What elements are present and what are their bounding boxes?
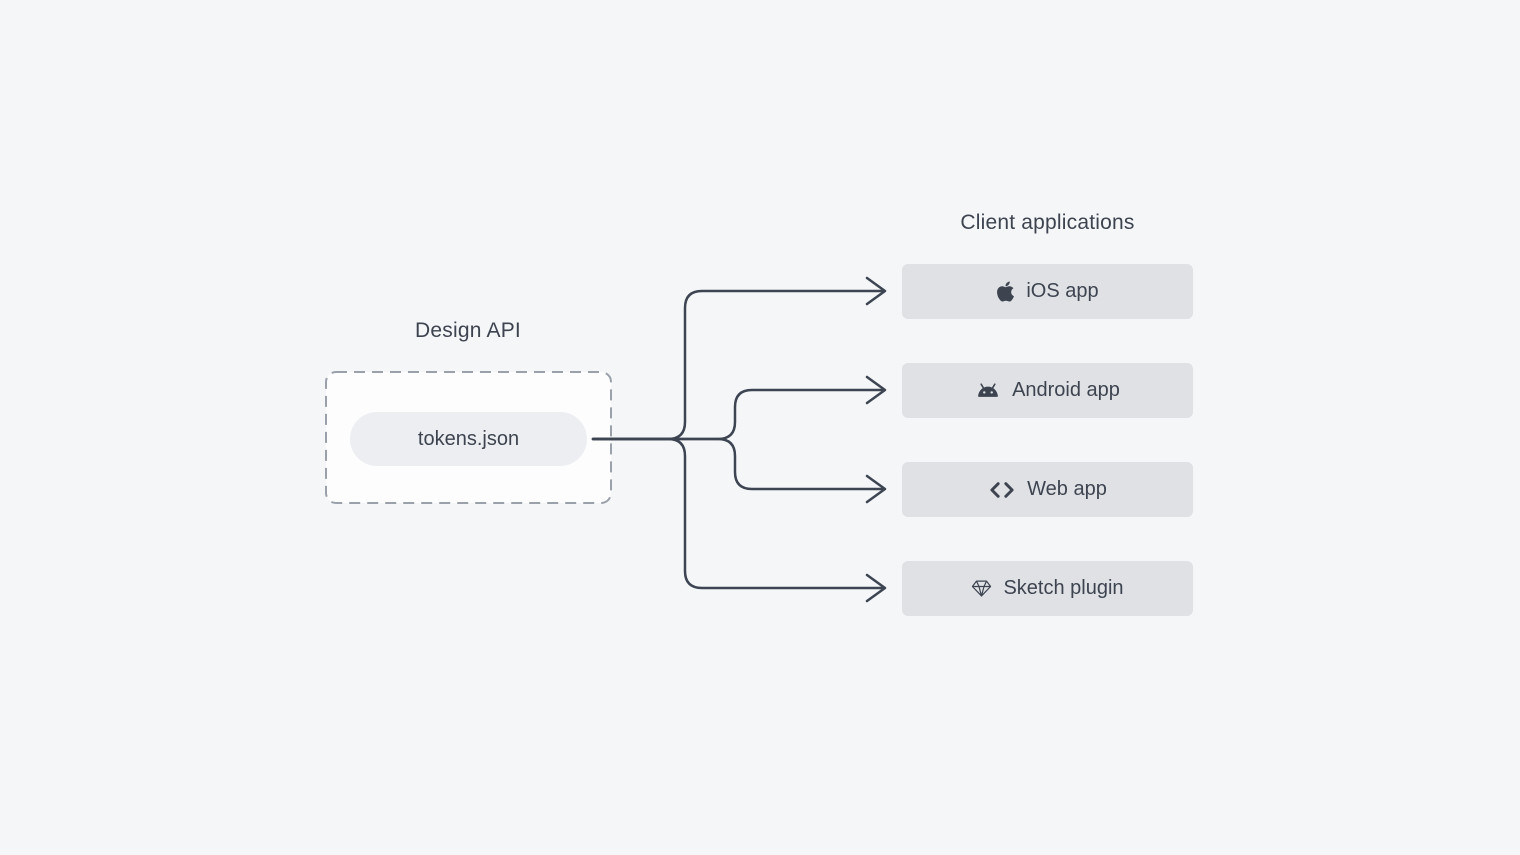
client-node-label: Web app (1027, 478, 1107, 500)
client-node-label: Android app (1012, 379, 1120, 401)
client-node-web: Web app (902, 462, 1193, 517)
client-node-label: iOS app (1026, 280, 1099, 302)
client-node-sketch: Sketch plugin (902, 561, 1193, 616)
design-api-label: Design API (415, 319, 521, 342)
edge-tokens-web (591, 437, 886, 491)
apple-icon (996, 280, 1015, 303)
arrowhead-android (865, 375, 887, 405)
edge-tokens-sketch (591, 437, 886, 590)
client-node-android: Android app (902, 363, 1193, 418)
android-icon (975, 382, 1001, 399)
edge-tokens-android (591, 388, 886, 441)
edge-tokens-ios (591, 289, 886, 441)
tokens-json-label: tokens.json (417, 427, 520, 450)
diamond-icon (971, 579, 992, 598)
client-node-label: Sketch plugin (1003, 577, 1124, 599)
client-applications-heading: Client applications (960, 211, 1135, 234)
tokens-json-node: tokens.json (350, 412, 587, 466)
arrowhead-sketch (865, 573, 887, 603)
arrowhead-web (865, 474, 887, 504)
client-node-ios: iOS app (902, 264, 1193, 319)
code-icon (988, 481, 1016, 499)
arrowhead-ios (865, 276, 887, 306)
